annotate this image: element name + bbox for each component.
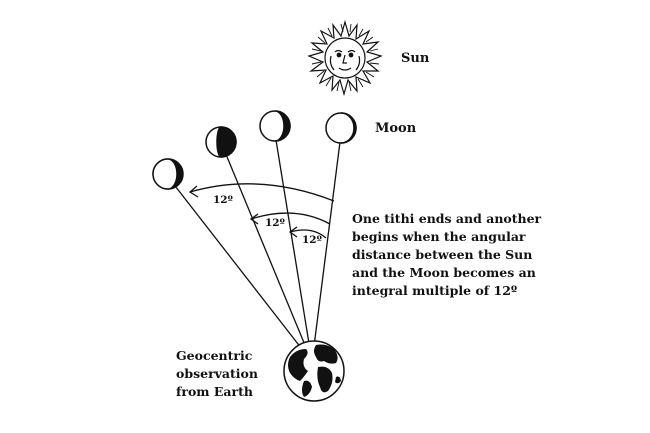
- angle-arc-outer: [189, 183, 335, 202]
- moon-icon: [152, 110, 357, 190]
- angle-label-2: 12º: [265, 217, 285, 229]
- sight-line-3: [275, 139, 313, 363]
- earth-label: Geocentric observation from Earth: [176, 347, 258, 401]
- earth-label-line: Geocentric: [176, 348, 253, 363]
- sight-line-1: [171, 181, 313, 363]
- moon-nearly-full: [325, 112, 357, 144]
- sun-label: Sun: [401, 51, 430, 66]
- sight-line-4: [311, 141, 341, 363]
- sight-lines: [171, 139, 341, 363]
- angle-label-3: 12º: [302, 234, 322, 246]
- moon-quarter: [205, 126, 237, 158]
- explanation-text: One tithi ends and another begins when t…: [352, 210, 541, 300]
- moon-crescent: [152, 158, 184, 190]
- explanation-line: begins when the angular: [352, 229, 526, 244]
- angle-label-1: 12º: [213, 194, 233, 206]
- angle-arc-inner: [289, 229, 327, 239]
- earth-label-line: from Earth: [176, 384, 253, 399]
- angle-arc-middle: [250, 212, 331, 225]
- explanation-line: and the Moon becomes an: [352, 265, 536, 280]
- moon-gibbous: [259, 110, 291, 142]
- earth-globe-icon: [283, 340, 345, 402]
- sight-line-2: [224, 151, 313, 363]
- moon-label: Moon: [375, 121, 417, 136]
- angle-arcs: [189, 183, 335, 239]
- explanation-line: integral multiple of 12º: [352, 283, 518, 298]
- sun-icon: [307, 19, 383, 97]
- earth-label-line: observation: [176, 366, 258, 381]
- arrowhead-icon: [188, 185, 298, 238]
- explanation-line: One tithi ends and another: [352, 211, 542, 226]
- explanation-line: distance between the Sun: [352, 247, 533, 262]
